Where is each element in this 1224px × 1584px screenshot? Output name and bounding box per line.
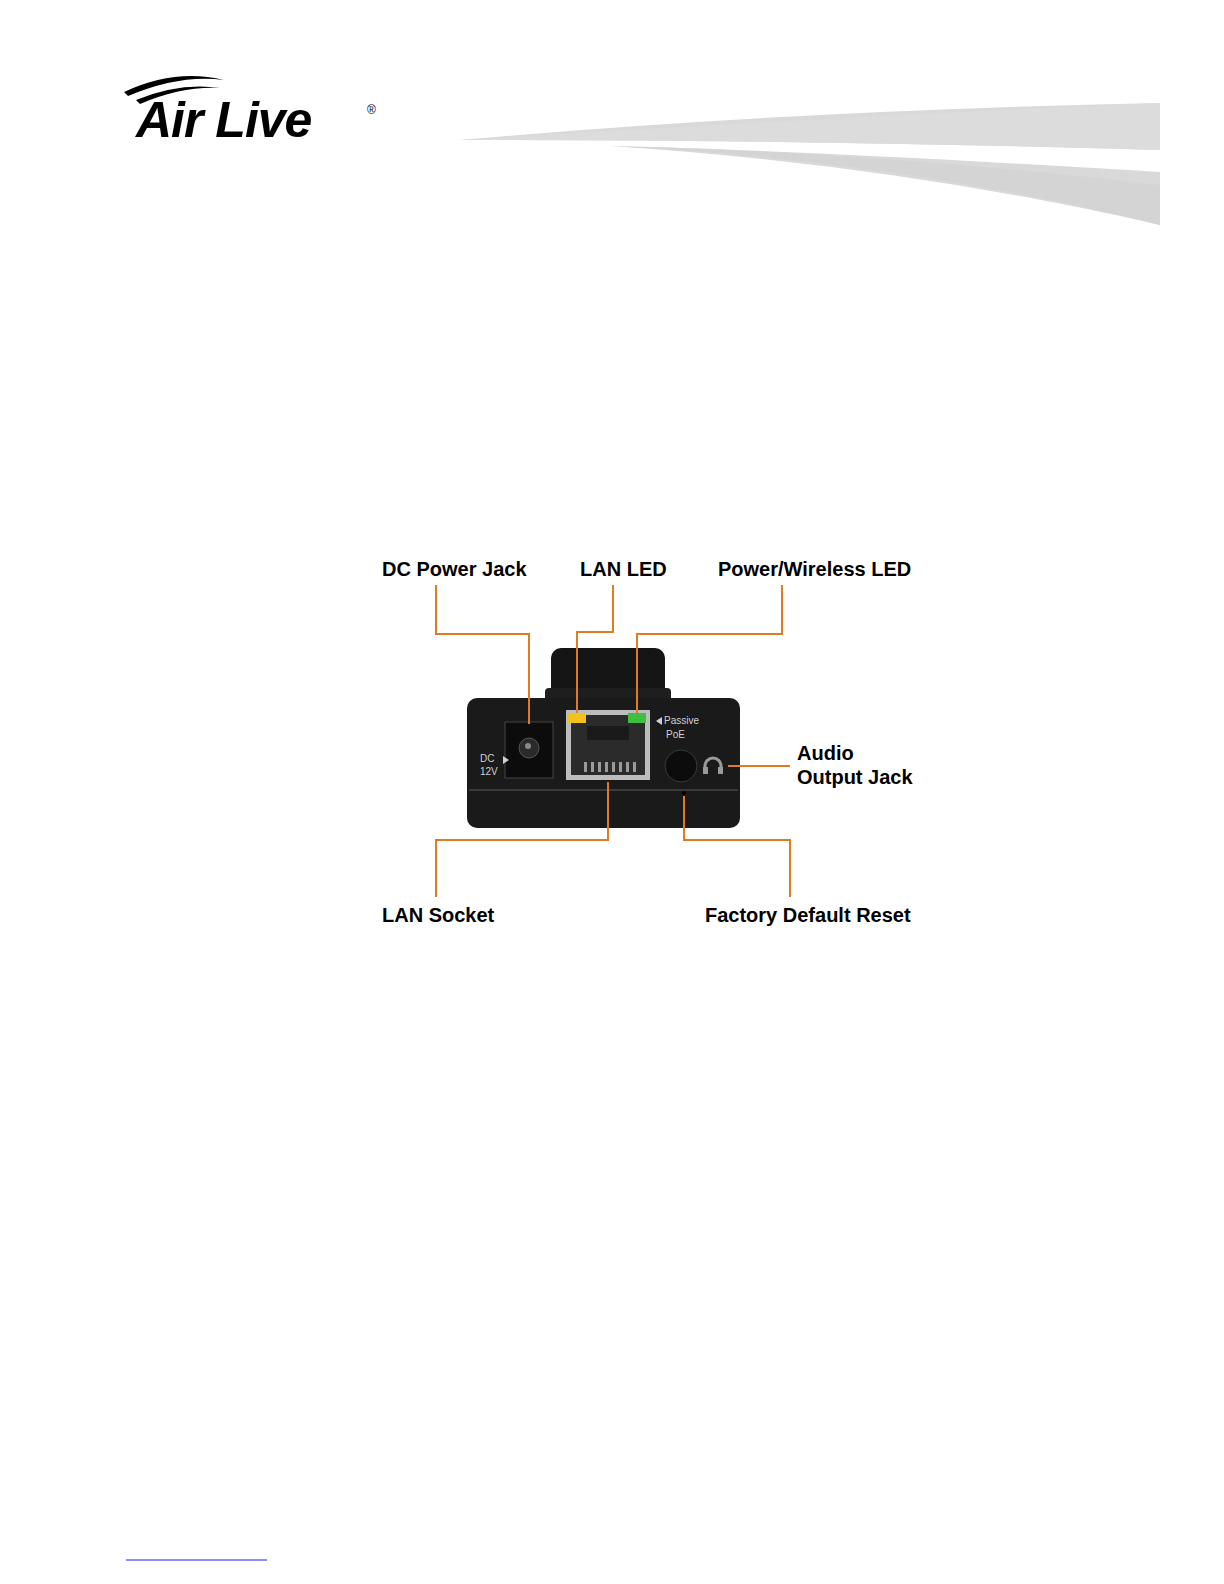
arrow-symbol [656, 717, 662, 725]
arrow-symbol [503, 756, 509, 764]
callout-label: Audio Output Jack [797, 741, 922, 789]
logo-swoosh [124, 76, 224, 96]
device-marking: PoE [666, 729, 685, 741]
callout-label: Power/Wireless LED [718, 557, 911, 581]
power-led [628, 713, 646, 723]
header-swoosh [460, 103, 1160, 150]
body-seam [469, 789, 738, 791]
callout-label: LAN LED [580, 557, 667, 581]
logo-text: Air Live [136, 94, 311, 146]
device-marking: Passive [664, 715, 699, 727]
dc-jack [505, 722, 553, 778]
audio-jack [665, 750, 697, 782]
footer-rule [126, 1560, 267, 1561]
callout-label: Factory Default Reset [705, 903, 911, 927]
header-swoosh [460, 103, 1160, 225]
lan-socket [566, 710, 650, 780]
camera-body [467, 698, 740, 828]
callout-label: LAN Socket [382, 903, 494, 927]
device-marking: 12V [480, 766, 498, 778]
callout-label: DC Power Jack [382, 557, 527, 581]
leader-lines [436, 585, 790, 897]
lan-led [568, 713, 586, 723]
device-marking: DC [480, 753, 494, 765]
registered-mark: ® [367, 104, 376, 116]
header-swoosh [610, 146, 1160, 225]
